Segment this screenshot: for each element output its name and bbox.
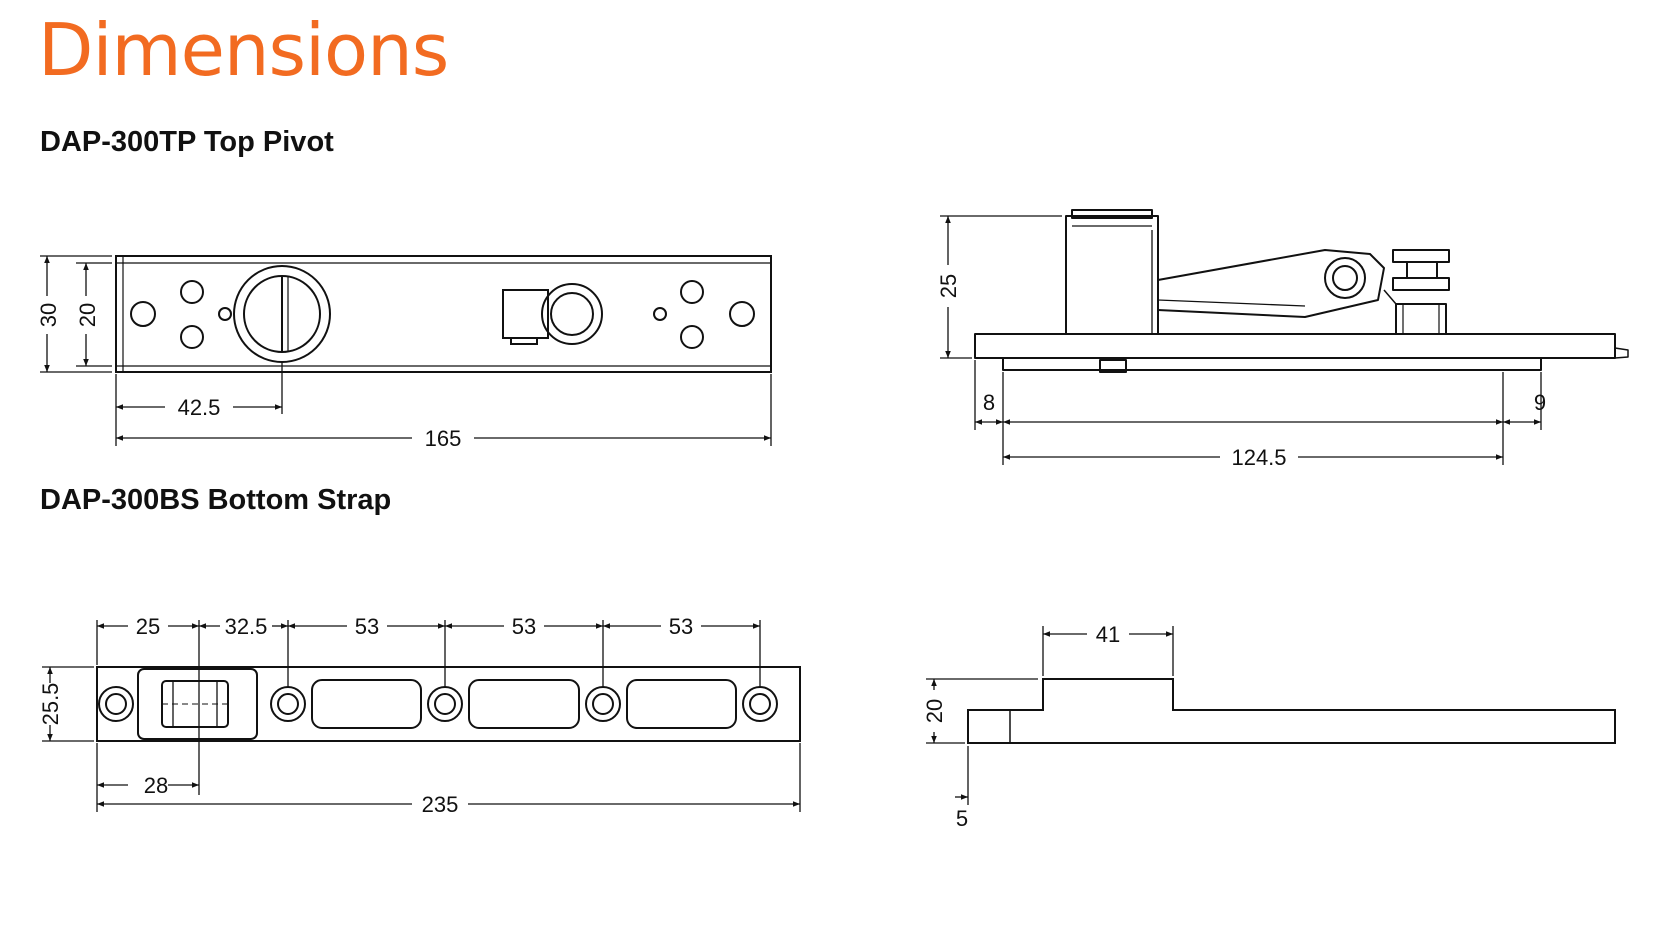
- strap-profile: [967, 678, 1616, 744]
- side-under-plate: [1002, 357, 1542, 371]
- dim-step-5: 5: [956, 806, 968, 831]
- dim-spacing-53-c: 53: [669, 614, 693, 639]
- dim-offset-28: 28: [144, 773, 168, 798]
- page-title: Dimensions: [38, 8, 449, 92]
- dim-height-30: 30: [36, 303, 61, 327]
- dim-height-25: 25: [936, 274, 961, 298]
- pivot-bearing: [233, 265, 331, 363]
- pivot-pin: [161, 680, 229, 728]
- top-pivot-plan-view: [115, 255, 772, 373]
- spring-knob: [1383, 249, 1450, 335]
- mounting-holes: [130, 280, 755, 349]
- dim-height-20: 20: [75, 303, 100, 327]
- strap-plate: [96, 666, 801, 742]
- dim-length-165: 165: [425, 426, 462, 451]
- dim-span-124-5: 124.5: [1231, 445, 1286, 470]
- strap-screw-holes: [98, 686, 778, 722]
- top-pivot-side-view: [974, 209, 1629, 373]
- dim-raised-41: 41: [1096, 622, 1120, 647]
- bottom-strap-side-view: [967, 678, 1616, 744]
- side-base-plate: [974, 333, 1616, 359]
- top-pivot-plate: [115, 255, 772, 373]
- bottom-strap-plan-dimensions: [42, 620, 801, 812]
- bottom-strap-plan-view: [96, 666, 801, 742]
- dim-offset-9: 9: [1534, 390, 1546, 415]
- section-title-top-pivot: DAP-300TP Top Pivot: [40, 126, 334, 158]
- dim-spacing-32-5: 32.5: [225, 614, 268, 639]
- dim-height-25-5: 25.5: [38, 683, 63, 726]
- dim-height-20: 20: [922, 699, 947, 723]
- top-pivot-plan-dimensions: [40, 255, 772, 446]
- top-pivot-side-labels: 25 8 9 124.5: [936, 274, 1546, 470]
- dim-offset-8: 8: [983, 390, 995, 415]
- dim-offset-42-5: 42.5: [178, 395, 221, 420]
- bottom-strap-side-labels: 41 20 5: [922, 622, 1120, 831]
- dim-spacing-53-a: 53: [355, 614, 379, 639]
- latch-block: [502, 283, 603, 345]
- pivot-pocket: [137, 668, 258, 740]
- top-pivot-side-dimensions: [940, 215, 1542, 465]
- dim-spacing-53-b: 53: [512, 614, 536, 639]
- top-pivot-plan-labels: 30 20 42.5 165: [36, 303, 461, 451]
- dim-length-235: 235: [422, 792, 459, 817]
- section-title-bottom-strap: DAP-300BS Bottom Strap: [40, 484, 392, 516]
- dim-spacing-25: 25: [136, 614, 160, 639]
- strap-slots: [311, 679, 737, 729]
- pivot-housing: [1065, 209, 1159, 335]
- closer-arm: [1157, 249, 1385, 318]
- bottom-strap-plan-labels: 25 32.5 53 53 53 25.5 28 235: [38, 614, 693, 817]
- bottom-strap-side-dimensions: [926, 626, 1174, 805]
